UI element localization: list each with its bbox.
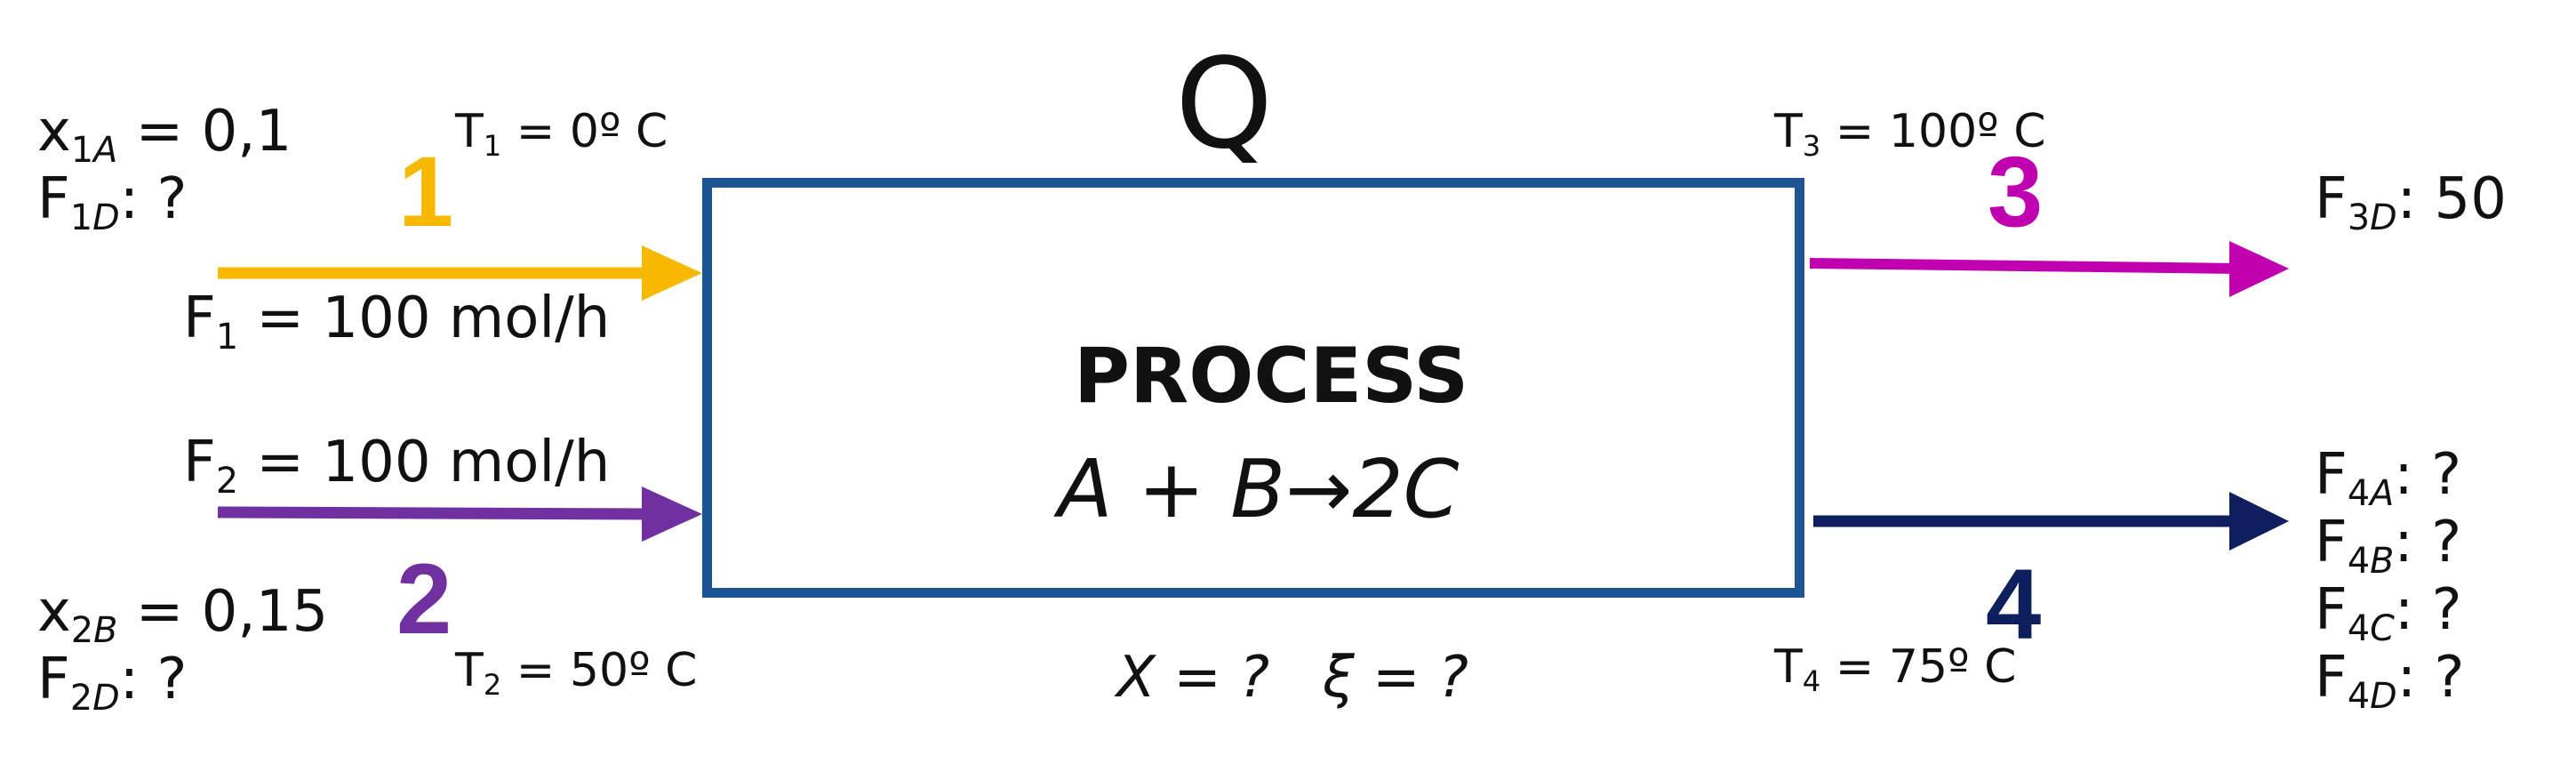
stream-3-number: 3 <box>1988 136 2044 247</box>
stream-4-flow-B: F4B: ? <box>2315 510 2462 582</box>
stream-3-arrow <box>1809 241 2289 297</box>
stream-1-arrow <box>218 245 702 301</box>
stream-4-flow-D: F4D: ? <box>2315 645 2465 717</box>
stream-1-number: 1 <box>398 136 454 247</box>
stream-2-mole-fraction-B: x2B = 0,15 <box>37 579 329 651</box>
stream-1-total-flow: F1 = 100 mol/h <box>183 285 611 358</box>
stream-1-mole-fraction-A: x1A = 0,1 <box>37 99 292 171</box>
stream-4-temperature: T4 = 75º C <box>1774 640 2017 699</box>
extent-unknown: ξ = ? <box>1323 645 1468 711</box>
stream-3-flow-D: F3D: 50 <box>2315 166 2507 238</box>
stream-3-temperature: T3 = 100º C <box>1774 105 2046 164</box>
stream-1-flow-D: F1D: ? <box>37 166 188 238</box>
stream-4-number: 4 <box>1986 549 2042 660</box>
reaction-equation: A + B→2C <box>1058 443 1460 536</box>
stream-2-number: 2 <box>396 543 452 655</box>
stream-4-flow-C: F4C: ? <box>2315 577 2462 649</box>
stream-1-temperature: T1 = 0º C <box>455 105 668 164</box>
stream-2-temperature: T2 = 50º C <box>455 644 698 703</box>
heat-label: Q <box>1175 32 1274 177</box>
stream-4-flow-A: F4A: ? <box>2315 442 2462 514</box>
stream-4-arrow <box>1813 492 2289 551</box>
process-box <box>702 178 1804 598</box>
process-title: PROCESS <box>1074 332 1469 421</box>
stream-2-arrow <box>217 486 702 542</box>
stream-2-total-flow: F2 = 100 mol/h <box>183 430 611 502</box>
stream-2-flow-D: F2D: ? <box>37 647 188 719</box>
conversion-unknown: X = ? <box>1116 645 1270 711</box>
